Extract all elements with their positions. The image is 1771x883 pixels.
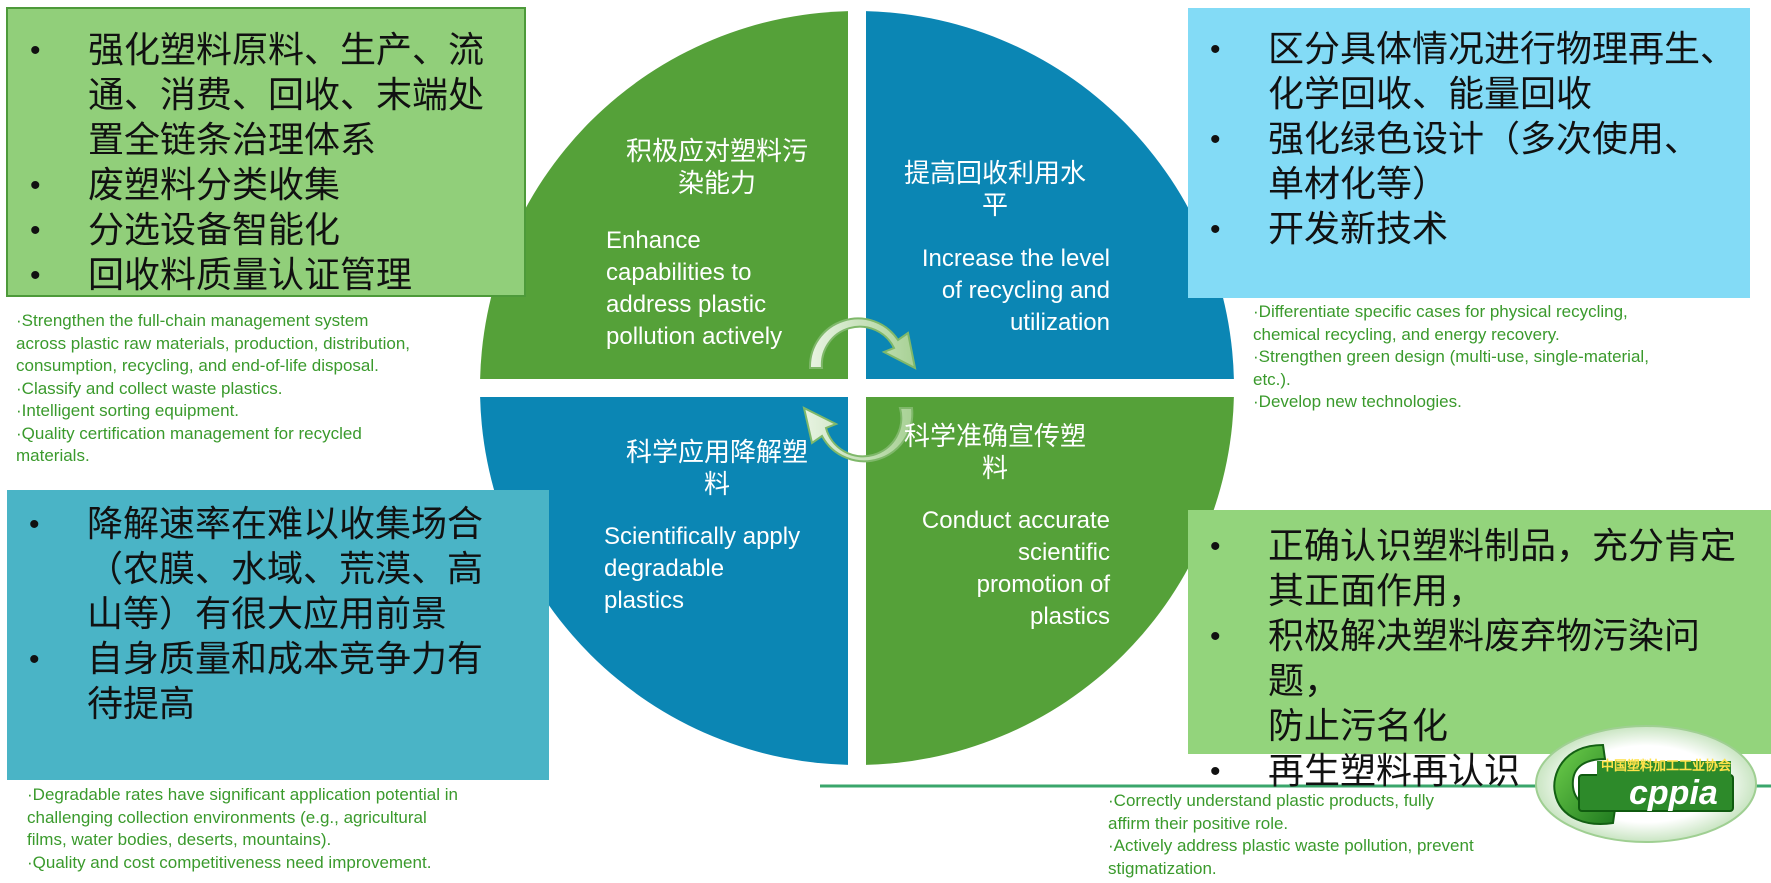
note-line: ·Strengthen the full-chain management sy… xyxy=(16,311,369,330)
desc-line: plastics xyxy=(1029,603,1110,630)
note-line: affirm their positive role. xyxy=(1108,813,1289,833)
note-line: etc.). xyxy=(1253,369,1291,389)
note-line: ·Degradable rates have significant appli… xyxy=(27,785,458,804)
list-item: 降解速率在难以收集场合 xyxy=(7,502,549,547)
list-top-left: 强化塑料原料、生产、流 通、消费、回收、末端处 置全链条治理体系 废塑料分类收集… xyxy=(8,28,524,298)
cppia-logo: 中国塑料加工工业协会 cppia xyxy=(1533,723,1759,845)
list-item: 山等）有很大应用前景 xyxy=(87,594,448,635)
cycle-arrows xyxy=(802,317,917,463)
title-line: 料 xyxy=(981,454,1008,484)
note-line: ·Strengthen green design (multi-use, sin… xyxy=(1253,347,1649,366)
logo-abbr: cppia xyxy=(1629,774,1718,812)
list-item: 其正面作用， xyxy=(1268,571,1485,612)
box-bottom-left: 降解速率在难以收集场合 （农膜、水域、荒漠、高 山等）有很大应用前景 自身质量和… xyxy=(7,490,549,780)
note-line: materials. xyxy=(16,446,90,465)
desc-line: Scientifically apply xyxy=(604,523,801,550)
list-item: 废塑料分类收集 xyxy=(8,163,524,208)
desc-line: of recycling and xyxy=(941,277,1110,304)
note-line: ·Quality and cost competitiveness need i… xyxy=(27,852,432,872)
quadrant-bottom-left-desc: Scientifically apply degradable plastics xyxy=(604,521,800,617)
note-line: consumption, recycling, and end-of-life … xyxy=(16,356,379,375)
list-item: 再生塑料再认识 xyxy=(1188,749,1771,794)
list-item: 待提高 xyxy=(87,684,196,725)
quadrant-top-right xyxy=(866,11,1234,379)
title-line: 积极应对塑料污 xyxy=(625,137,808,167)
note-bottom-right: ·Correctly understand plastic products, … xyxy=(1108,790,1474,880)
desc-line: Conduct accurate xyxy=(921,507,1110,534)
note-line: ·Correctly understand plastic products, … xyxy=(1108,791,1434,810)
list-top-right: 区分具体情况进行物理再生、 化学回收、能量回收 强化绿色设计（多次使用、 单材化… xyxy=(1188,27,1750,252)
list-item: 回收料质量认证管理 xyxy=(8,253,524,298)
note-line: challenging collection environments (e.g… xyxy=(27,807,427,827)
quadrant-top-right-title: 提高回收利用水 平 xyxy=(880,158,1110,222)
note-line: ·Differentiate specific cases for physic… xyxy=(1253,302,1628,321)
quadrant-top-left-title: 积极应对塑料污 染能力 xyxy=(600,136,834,200)
list-item: 置全链条治理体系 xyxy=(88,120,377,161)
desc-line: scientific xyxy=(1017,539,1110,566)
quadrant-bottom-right xyxy=(866,397,1234,765)
note-line: ·Quality certification management for re… xyxy=(16,423,362,443)
cycle-arrow-bottom xyxy=(802,406,914,463)
title-line: 科学准确宣传塑 xyxy=(903,422,1086,452)
list-item: 正确认识塑料制品，充分肯定 xyxy=(1188,524,1771,569)
quadrant-bottom-right-title: 科学准确宣传塑 料 xyxy=(880,421,1110,485)
title-line: 提高回收利用水 xyxy=(903,159,1086,189)
note-line: ·Classify and collect waste plastics. xyxy=(16,378,283,398)
list-item: 单材化等） xyxy=(1268,164,1449,205)
quadrant-top-left-desc: Enhance capabilities to address plastic … xyxy=(606,225,782,353)
list-item: 区分具体情况进行物理再生、 xyxy=(1188,27,1750,72)
box-top-left: 强化塑料原料、生产、流 通、消费、回收、末端处 置全链条治理体系 废塑料分类收集… xyxy=(6,7,526,298)
desc-line: pollution actively xyxy=(606,323,783,350)
title-line: 染能力 xyxy=(677,169,756,199)
desc-line: plastics xyxy=(604,587,685,614)
desc-line: promotion of xyxy=(976,571,1110,598)
list-item: 强化塑料原料、生产、流 xyxy=(8,28,524,73)
list-item: 强化绿色设计（多次使用、 xyxy=(1188,117,1750,162)
desc-line: Enhance xyxy=(606,227,701,254)
title-line: 料 xyxy=(703,470,730,500)
note-line: films, water bodies, deserts, mountains)… xyxy=(27,830,332,849)
list-item: 化学回收、能量回收 xyxy=(1268,74,1593,115)
desc-line: Increase the level xyxy=(921,245,1110,272)
desc-line: degradable xyxy=(604,555,725,582)
note-line: ·Intelligent sorting equipment. xyxy=(16,401,240,420)
box-top-right: 区分具体情况进行物理再生、 化学回收、能量回收 强化绿色设计（多次使用、 单材化… xyxy=(1188,8,1750,298)
note-top-right: ·Differentiate specific cases for physic… xyxy=(1253,301,1649,414)
quadrant-top-right-desc: Increase the level of recycling and util… xyxy=(880,243,1110,339)
list-item: 积极解决塑料废弃物污染问题， xyxy=(1188,614,1771,704)
list-item: 自身质量和成本竞争力有 xyxy=(7,637,549,682)
desc-line: capabilities to xyxy=(606,259,752,286)
list-item: 防止污名化 xyxy=(1268,706,1449,747)
list-item: 开发新技术 xyxy=(1188,207,1750,252)
logo-icon xyxy=(1535,725,1757,843)
quadrant-bottom-left xyxy=(480,397,848,765)
title-line: 平 xyxy=(981,191,1008,221)
list-item: 通、消费、回收、末端处 xyxy=(88,75,485,116)
quadrant-bottom-right-desc: Conduct accurate scientific promotion of… xyxy=(880,505,1110,633)
note-line: ·Actively address plastic waste pollutio… xyxy=(1108,836,1474,855)
note-line: ·Develop new technologies. xyxy=(1253,392,1462,411)
box-bottom-right: 正确认识塑料制品，充分肯定 其正面作用， 积极解决塑料废弃物污染问题， 防止污名… xyxy=(1188,510,1771,794)
desc-line: utilization xyxy=(1009,309,1110,336)
list-item: 分选设备智能化 xyxy=(8,208,524,253)
quadrant-bottom-left-title: 科学应用降解塑 料 xyxy=(600,437,834,501)
desc-line: address plastic xyxy=(606,291,767,318)
note-top-left: ·Strengthen the full-chain management sy… xyxy=(16,310,410,468)
note-line: across plastic raw materials, production… xyxy=(16,333,410,353)
list-item: （农膜、水域、荒漠、高 xyxy=(87,549,484,590)
list-bottom-left: 降解速率在难以收集场合 （农膜、水域、荒漠、高 山等）有很大应用前景 自身质量和… xyxy=(7,502,549,727)
quadrant-top-left xyxy=(480,11,848,379)
note-bottom-left: ·Degradable rates have significant appli… xyxy=(27,784,458,874)
cycle-arrow-top xyxy=(808,317,917,370)
list-bottom-right: 正确认识塑料制品，充分肯定 其正面作用， 积极解决塑料废弃物污染问题， 防止污名… xyxy=(1188,524,1771,794)
title-line: 科学应用降解塑 xyxy=(625,438,808,468)
note-line: stigmatization. xyxy=(1108,858,1217,878)
logo-org-name: 中国塑料加工工业协会 xyxy=(1601,759,1732,774)
note-line: chemical recycling, and energy recovery. xyxy=(1253,324,1560,344)
